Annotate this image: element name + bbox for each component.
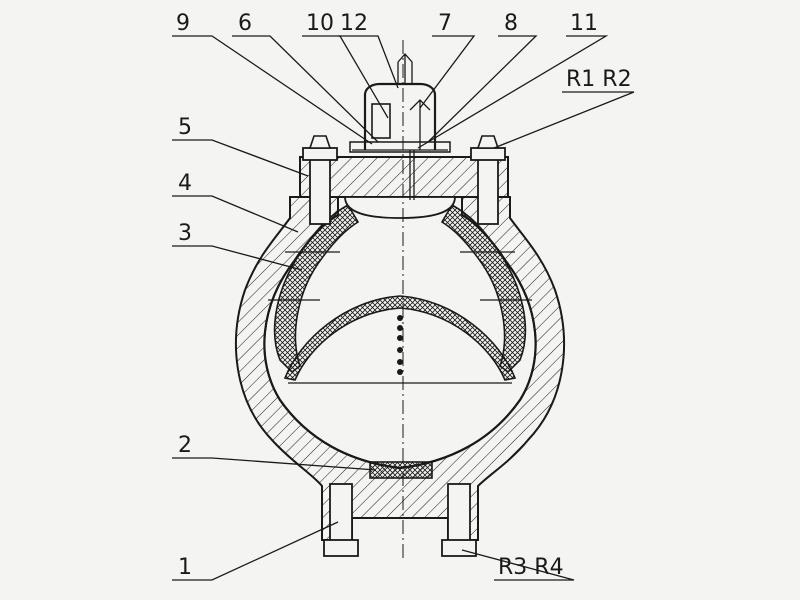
bottom-seat: [369, 461, 433, 479]
cover-boss: [344, 196, 456, 219]
bottom-bolt-left: [323, 483, 359, 557]
callout-1: 1: [178, 555, 192, 580]
pilot-fitting: [409, 99, 431, 150]
disc-dome: [283, 295, 517, 381]
cover-flange: [299, 156, 509, 198]
callout-11: 11: [570, 11, 598, 36]
callout-5: 5: [178, 115, 192, 140]
callout-8: 8: [504, 11, 518, 36]
callout-r3-r4: R3 R4: [498, 555, 564, 580]
bottom-bolt-right: [441, 483, 477, 557]
center-bead-chain: [397, 315, 403, 375]
top-cap: [363, 82, 437, 150]
valve-body-section: [235, 196, 565, 541]
top-bolt-left: [302, 135, 338, 225]
callout-6: 6: [238, 11, 252, 36]
callout-9: 9: [176, 11, 190, 36]
callout-2: 2: [178, 433, 192, 458]
vent-nozzle: [397, 53, 413, 84]
cap-gasket: [349, 141, 451, 153]
lever-block: [371, 103, 391, 139]
top-bolt-right: [470, 135, 506, 225]
callout-7: 7: [438, 11, 452, 36]
callout-r1-r2: R1 R2: [566, 67, 632, 92]
callout-10: 10: [306, 11, 334, 36]
callout-12: 12: [340, 11, 368, 36]
leader-lines: [172, 35, 635, 581]
callout-3: 3: [178, 221, 192, 246]
callout-4: 4: [178, 171, 192, 196]
